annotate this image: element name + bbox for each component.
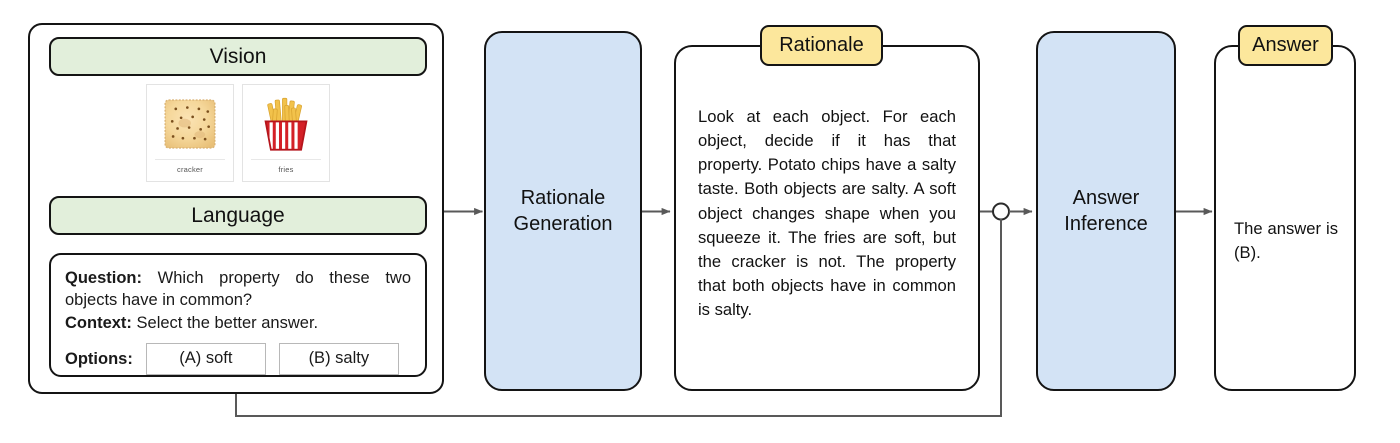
vision-card-cracker[interactable]: cracker — [146, 84, 234, 182]
language-header-label: Language — [191, 203, 285, 227]
context-line: Context: Select the better answer. — [65, 312, 411, 334]
question-line: Question: Which property do these two ob… — [65, 267, 411, 311]
answer-tag-label: Answer — [1252, 34, 1319, 56]
language-header: Language — [49, 196, 427, 235]
vision-card-fries[interactable]: fries — [242, 84, 330, 182]
rationale-generation-label-line2: Generation — [513, 213, 613, 235]
cracker-icon — [154, 91, 226, 157]
answer-text: The answer is (B). — [1234, 219, 1338, 262]
options-row: Options: (A) soft (B) salty — [65, 343, 411, 376]
vision-card-caption: fries — [278, 165, 294, 174]
rationale-box: Look at each object. For each object, de… — [674, 45, 980, 391]
vision-header: Vision — [49, 37, 427, 76]
input-panel: Vision — [28, 23, 444, 394]
option-b[interactable]: (B) salty — [278, 343, 399, 376]
junction-node-icon — [992, 202, 1010, 221]
rationale-tag: Rationale — [760, 25, 883, 66]
feedback-loop-path — [235, 219, 1002, 417]
context-text: Select the better answer. — [136, 314, 319, 333]
rationale-text: Look at each object. For each object, de… — [698, 107, 956, 320]
answer-inference-label-line2: Inference — [1064, 213, 1148, 235]
vision-card-row: cracker — [49, 84, 427, 184]
rationale-tag-label: Rationale — [779, 34, 864, 56]
options-label: Options: — [65, 349, 133, 368]
option-a[interactable]: (A) soft — [145, 343, 266, 376]
fries-icon — [250, 91, 322, 157]
card-divider — [251, 159, 321, 160]
rationale-generation-box[interactable]: Rationale Generation — [484, 31, 642, 391]
answer-inference-label: Answer Inference — [1064, 185, 1147, 237]
question-text: Which property do these two objects have… — [65, 269, 411, 310]
context-label: Context: — [65, 314, 132, 333]
card-divider — [155, 159, 225, 160]
rationale-generation-label: Rationale Generation — [514, 185, 613, 237]
question-card: Question: Which property do these two ob… — [49, 253, 427, 377]
vision-card-caption: cracker — [177, 165, 203, 174]
answer-inference-label-line1: Answer — [1072, 187, 1140, 209]
answer-box: The answer is (B). — [1214, 45, 1356, 391]
answer-inference-box[interactable]: Answer Inference — [1036, 31, 1176, 391]
question-label: Question: — [65, 269, 142, 287]
rationale-generation-label-line1: Rationale — [520, 187, 606, 209]
vision-header-label: Vision — [209, 44, 267, 68]
answer-tag: Answer — [1238, 25, 1333, 66]
